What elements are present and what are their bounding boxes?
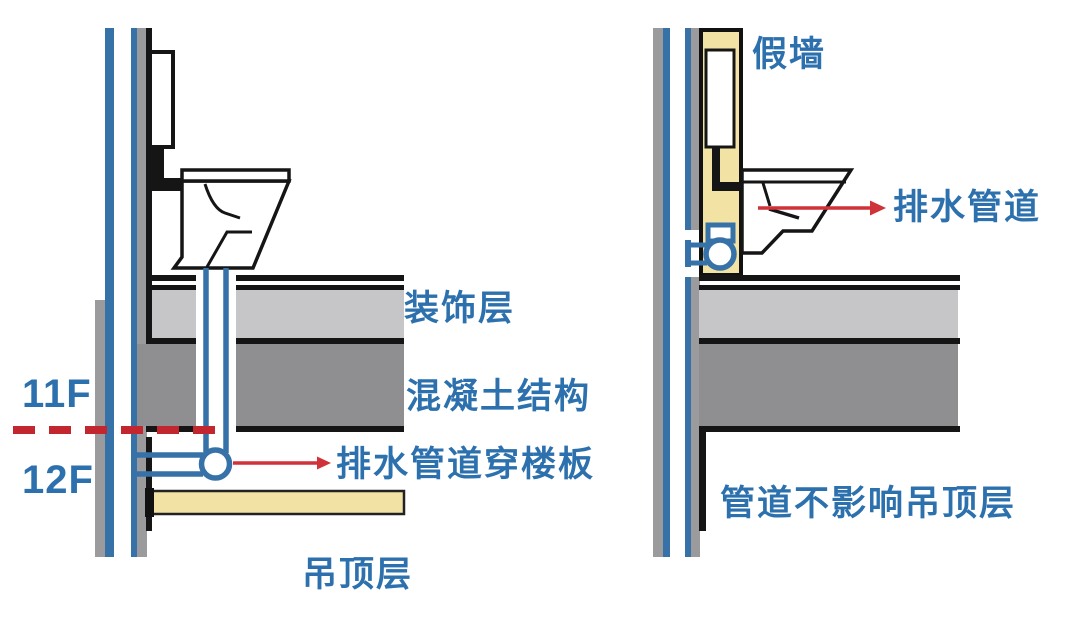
label-ceiling-layer: 吊顶层 <box>302 555 414 594</box>
label-drain-pipe: 排水管道 <box>893 188 1042 227</box>
left-wall <box>95 28 152 557</box>
label-floor-12f: 12F <box>22 458 94 502</box>
label-floor-11f: 11F <box>22 372 92 416</box>
label-pipe-no-ceiling-impact: 管道不影响吊顶层 <box>720 484 1017 523</box>
label-concrete-structure: 混凝土结构 <box>406 377 592 416</box>
left-drain-pipe <box>134 268 233 481</box>
left-floor-slab <box>137 275 404 432</box>
right-wall <box>653 28 700 557</box>
label-drain-through-slab: 排水管道穿楼板 <box>336 445 596 484</box>
left-toilet-seat <box>180 168 291 183</box>
left-leader-arrow <box>233 456 331 470</box>
left-toilet-tank <box>148 50 175 149</box>
left-drain-trap <box>198 447 233 481</box>
right-flush-pipe <box>712 147 743 191</box>
right-toilet-bowl <box>740 168 855 255</box>
left-flush-pipe <box>152 147 185 191</box>
left-toilet-bowl <box>170 179 292 270</box>
left-slab-pipe-hole <box>196 270 236 436</box>
label-decorative-layer: 装饰层 <box>404 289 516 328</box>
right-toilet <box>740 168 855 255</box>
left-ceiling-layer <box>145 488 406 517</box>
right-drain-trap <box>703 237 737 271</box>
concealed-cistern <box>704 48 736 149</box>
right-drain-trap-assembly <box>685 222 737 271</box>
left-toilet <box>148 50 292 270</box>
right-floor-slab <box>699 275 960 531</box>
right-leader-arrow <box>758 200 886 216</box>
label-false-wall: 假墙 <box>752 35 827 74</box>
